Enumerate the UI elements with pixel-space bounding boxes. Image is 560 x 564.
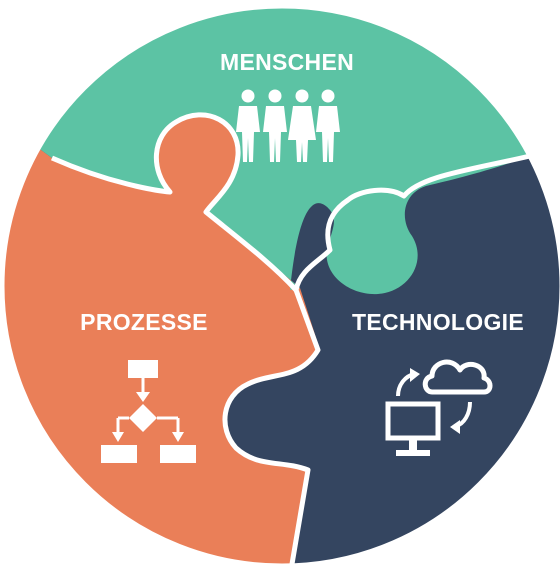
puzzle-seam-left-top (50, 112, 298, 292)
outer-ring (1, 5, 560, 564)
top-knob-overlay (327, 225, 418, 294)
puzzle-seam-top-right (293, 153, 531, 291)
flowchart-icon (101, 360, 196, 463)
computer-cloud-sync-icon (385, 359, 493, 456)
label-menschen: MENSCHEN (220, 49, 354, 75)
puzzle-seam-left-right (222, 289, 321, 564)
people-group-icon (236, 89, 340, 162)
label-prozesse: PROZESSE (80, 309, 208, 335)
label-technologie: TECHNOLOGIE (352, 309, 524, 335)
